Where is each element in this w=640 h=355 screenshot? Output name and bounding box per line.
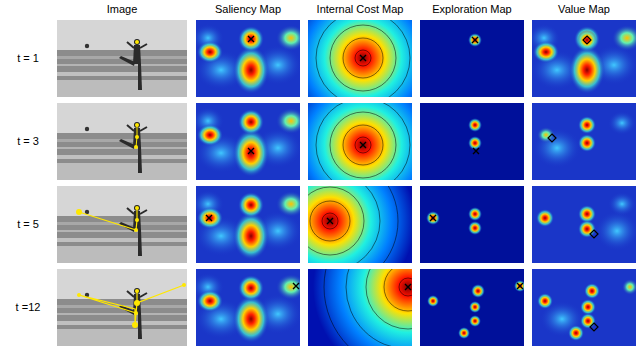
row-label: t = 1 — [17, 52, 39, 65]
column-header: Image — [107, 3, 138, 16]
column-header: Internal Cost Map — [317, 3, 404, 16]
column-header: Exploration Map — [432, 3, 512, 16]
row-label: t = 5 — [17, 218, 39, 231]
row-label: t =12 — [16, 301, 41, 314]
column-header: Value Map — [558, 3, 610, 16]
row-label: t = 3 — [17, 135, 39, 148]
column-header: Saliency Map — [215, 3, 281, 16]
